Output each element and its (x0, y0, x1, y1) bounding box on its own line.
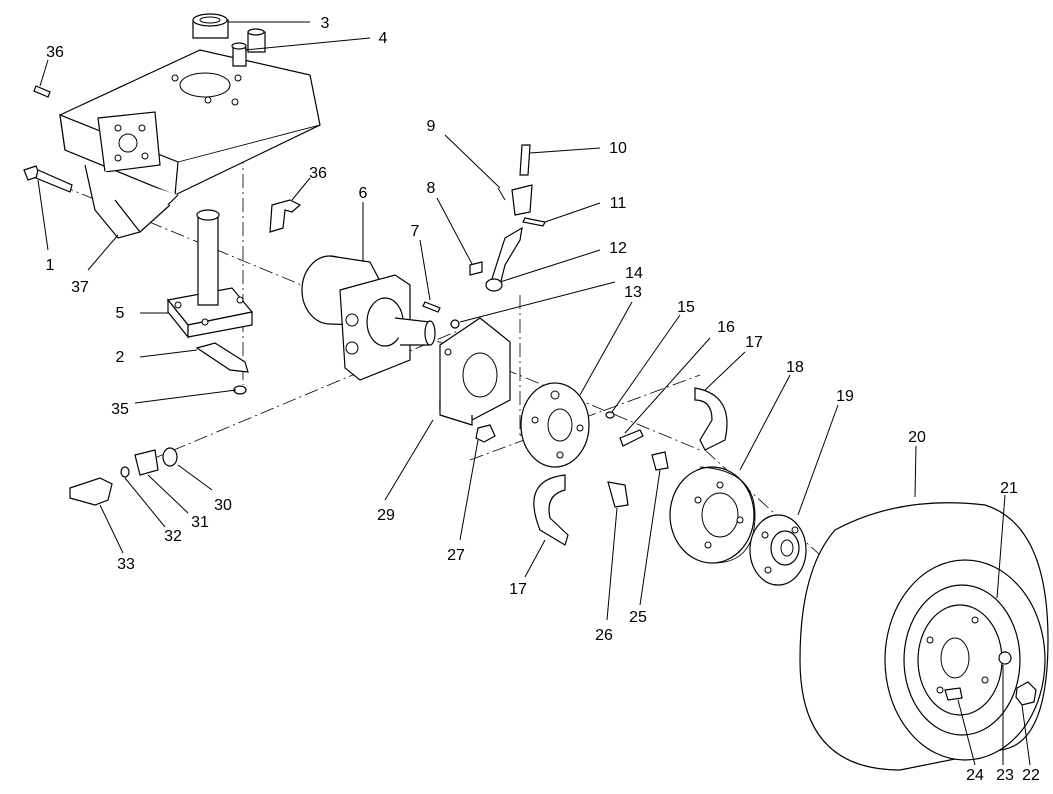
brake-bracket-29 (439, 317, 511, 426)
callout-30: 30 (214, 497, 232, 514)
screw-15 (605, 411, 615, 419)
callout-13: 13 (624, 284, 642, 301)
callout-7: 7 (411, 223, 420, 240)
callout-12: 12 (609, 240, 627, 257)
stud-24 (944, 687, 963, 701)
stud-26 (607, 481, 629, 508)
callout-33: 33 (117, 556, 135, 573)
callout-8: 8 (427, 180, 436, 197)
callout-25: 25 (629, 609, 647, 626)
spring-16 (619, 429, 644, 447)
hub-19 (749, 514, 807, 586)
brake-shoe-upper-17 (694, 387, 728, 451)
callout-34: 35 (111, 401, 129, 418)
backing-plate-13 (520, 382, 590, 468)
callout-17-upper: 17 (745, 334, 763, 351)
nut-27 (475, 424, 496, 443)
callout-24: 24 (966, 767, 984, 784)
nut-14 (450, 319, 460, 329)
callout-17-lower: 17 (509, 581, 527, 598)
callout-19: 19 (836, 388, 854, 405)
callout-26: 26 (595, 627, 613, 644)
callout-23: 23 (996, 767, 1014, 784)
brake-drum-18 (669, 466, 756, 564)
tank-assembly (33, 13, 321, 239)
callout-2: 2 (116, 349, 125, 366)
callout-15: 15 (677, 299, 695, 316)
bracket-36 (269, 199, 302, 233)
callout-11: 11 (610, 195, 627, 212)
callout-6: 6 (359, 185, 368, 202)
callout-9: 9 (427, 118, 436, 135)
callout-20: 20 (908, 429, 926, 446)
bolt-25 (651, 451, 669, 471)
callout-31: 31 (191, 514, 209, 531)
tire-wheel-20-21 (799, 502, 1049, 771)
lug-23 (998, 651, 1012, 665)
plate-2 (195, 342, 249, 373)
bolt-1 (23, 165, 73, 193)
callout-21: 21 (1000, 480, 1018, 497)
callout-1: 1 (46, 257, 55, 274)
callout-32: 32 (164, 528, 182, 545)
hose-fittings (69, 447, 178, 506)
key-7 (422, 301, 441, 313)
callout-22: 22 (1022, 767, 1040, 784)
leader-lines (37, 21, 1031, 766)
callout-3: 3 (321, 15, 330, 32)
callout-14: 14 (625, 265, 643, 282)
callout-35: 36 (46, 44, 64, 61)
callout-4: 4 (379, 30, 388, 47)
callout-37: 37 (71, 279, 89, 296)
callout-5: 5 (116, 305, 125, 322)
callout-18: 18 (786, 359, 804, 376)
callout-labels: 36 3 4 1 37 36 5 2 35 6 7 8 9 10 11 12 1… (46, 15, 1040, 784)
callout-36: 36 (309, 165, 327, 182)
lug-nut-22 (1015, 681, 1037, 706)
brake-shoe-lower-17 (533, 474, 569, 546)
callout-16: 16 (717, 319, 735, 336)
callout-10: 10 (609, 140, 627, 157)
callout-29: 29 (377, 507, 395, 524)
king-pin-5 (166, 209, 254, 339)
hydraulic-motor-6 (301, 255, 436, 381)
brake-cable-linkage (469, 144, 546, 292)
callout-27: 27 (447, 547, 465, 564)
